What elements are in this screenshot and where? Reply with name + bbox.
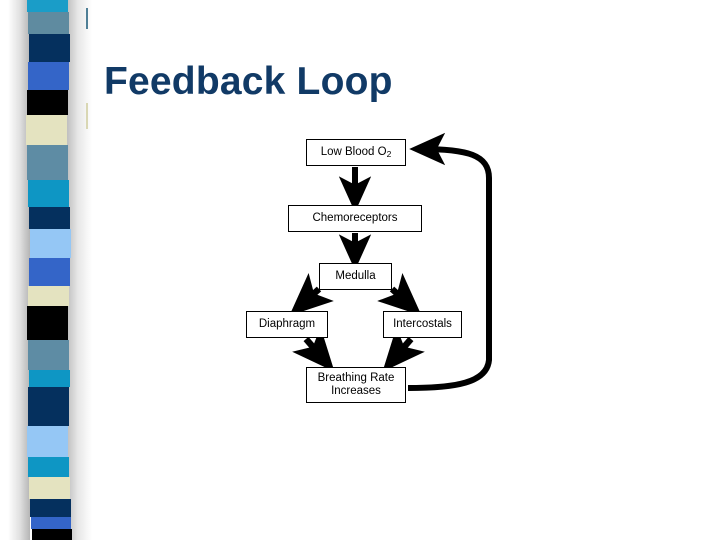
color-band <box>28 180 69 207</box>
color-band <box>27 0 68 12</box>
color-band <box>29 258 70 286</box>
bullet-tick-top <box>86 8 88 29</box>
subscript: 2 <box>386 149 392 160</box>
flowchart-node-chemoreceptors[interactable]: Chemoreceptors <box>288 205 422 232</box>
flowchart-node-medulla[interactable]: Medulla <box>319 263 392 290</box>
arrow-diaphragm-to-breathing-rate <box>292 327 335 372</box>
color-band <box>28 286 69 306</box>
page-title: Feedback Loop <box>104 60 393 103</box>
color-band <box>29 477 70 499</box>
color-band <box>29 34 70 62</box>
arrow-medulla-to-intercostals <box>377 272 422 316</box>
color-band <box>28 457 69 477</box>
color-band <box>28 340 69 370</box>
flowchart-node-intercostals[interactable]: Intercostals <box>383 311 462 338</box>
arrow-medulla-to-diaphragm <box>289 272 334 316</box>
arrow-feedback-loop <box>407 132 492 391</box>
color-band-stack <box>26 0 73 540</box>
color-band <box>28 12 69 34</box>
flowchart-node-low-blood-o2[interactable]: Low Blood O2 <box>306 139 406 166</box>
flowchart-node-label: Diaphragm <box>258 317 316 330</box>
stripe-shadow-left <box>8 0 30 540</box>
arrow-intercostals-to-breathing-rate <box>382 327 425 372</box>
flowchart-node-label: Medulla <box>335 269 376 282</box>
flowchart-node-breathing-rate[interactable]: Breathing Rate Increases <box>306 367 406 403</box>
flowchart-node-label: Chemoreceptors <box>312 211 398 224</box>
stripe-shadow-right <box>66 0 92 540</box>
flowchart-node-label: Breathing Rate Increases <box>317 371 395 398</box>
color-band <box>27 306 68 340</box>
flowchart-node-label: Intercostals <box>393 317 452 330</box>
color-band <box>31 517 72 529</box>
color-band <box>32 529 73 540</box>
color-band <box>27 90 68 115</box>
color-band <box>26 115 67 145</box>
flowchart-node-diaphragm[interactable]: Diaphragm <box>246 311 328 338</box>
color-band <box>29 207 70 229</box>
color-band <box>28 387 69 426</box>
sidebar-decoration <box>0 0 100 540</box>
bullet-tick-lower <box>86 103 88 129</box>
color-band <box>29 370 70 387</box>
color-band <box>30 499 71 517</box>
color-band <box>30 229 71 258</box>
color-band <box>28 62 69 90</box>
flowchart-node-label: Low Blood O2 <box>320 145 392 160</box>
color-band <box>27 426 68 457</box>
color-band <box>27 145 68 180</box>
